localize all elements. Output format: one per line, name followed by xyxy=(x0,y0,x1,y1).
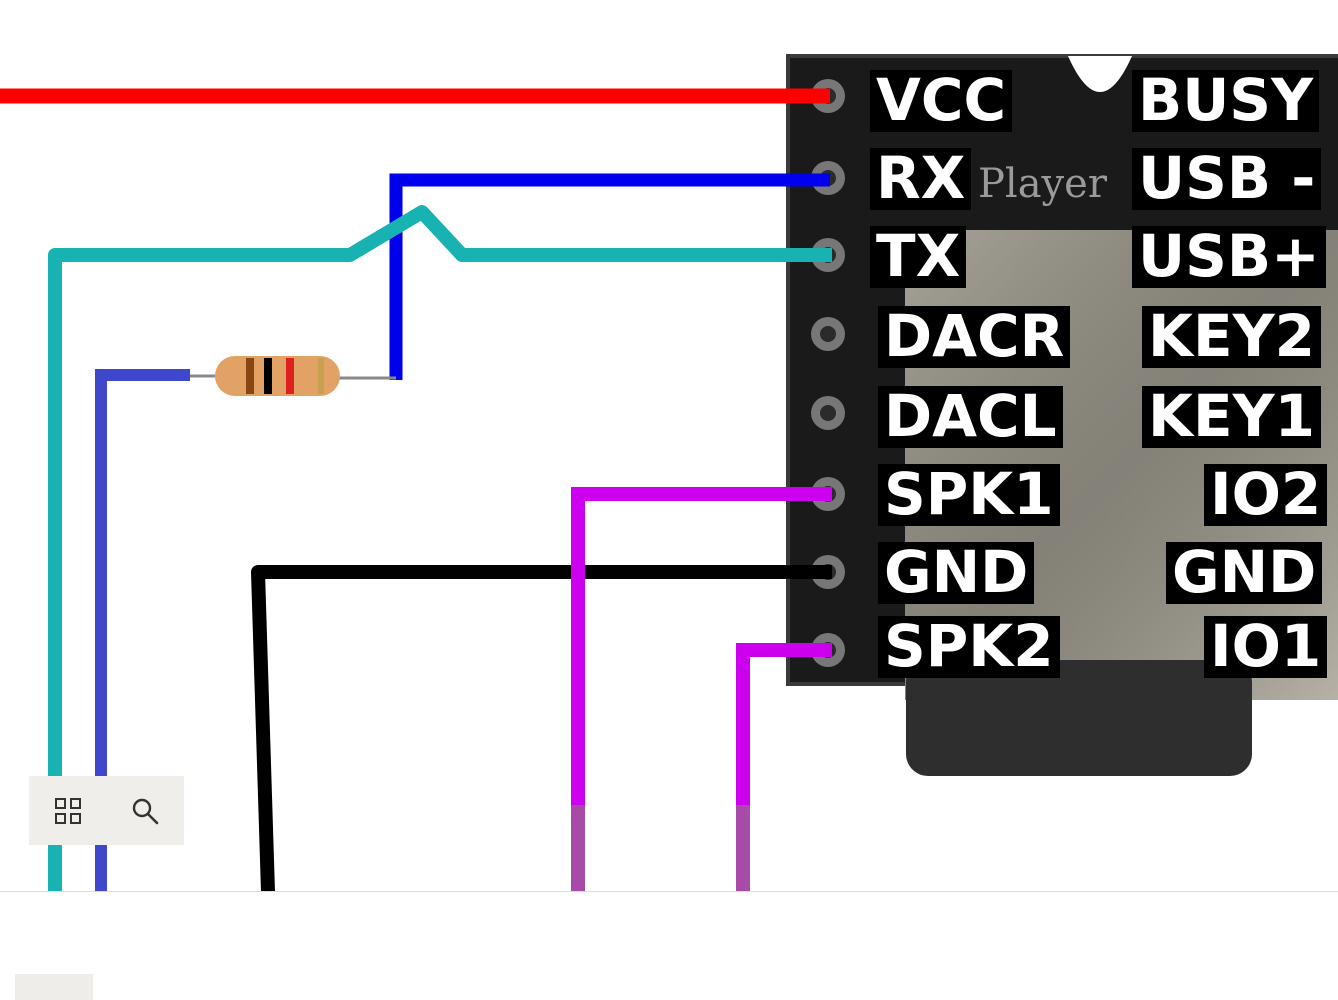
search-icon xyxy=(132,798,158,824)
pin-label-busy: BUSY xyxy=(1132,70,1320,132)
tx-wire xyxy=(48,205,832,892)
pin-label-io2: IO2 xyxy=(1204,464,1328,526)
pin-label-usb-minus: USB - xyxy=(1132,148,1322,210)
wiring-diagram-image: VCC RX TX DACR DACL SPK1 GND SPK2 BUSY U… xyxy=(0,54,1338,892)
bottom-thumbnail-placeholder[interactable] xyxy=(15,974,93,1000)
pin-label-key1: KEY1 xyxy=(1142,386,1321,448)
pin-label-dacl: DACL xyxy=(878,386,1063,448)
pin-label-io1: IO1 xyxy=(1204,616,1328,678)
rx-wire xyxy=(389,173,830,380)
search-button[interactable] xyxy=(106,776,183,845)
spk2-wire xyxy=(736,643,832,805)
grid-view-button[interactable] xyxy=(29,776,106,845)
resistor-lead-wire xyxy=(95,369,190,892)
board-brand-text: Player xyxy=(978,161,1107,207)
pin-label-gnd-left: GND xyxy=(878,542,1035,604)
resistor xyxy=(215,356,340,396)
pin-label-spk1: SPK1 xyxy=(878,464,1060,526)
image-toolbar xyxy=(29,776,184,845)
pin-label-gnd-right: GND xyxy=(1166,542,1323,604)
pin-label-dacr: DACR xyxy=(878,306,1071,368)
grid-icon xyxy=(54,797,81,824)
pin-label-rx: RX xyxy=(870,148,972,210)
pin-label-tx: TX xyxy=(870,226,967,288)
gnd-wire xyxy=(251,565,832,892)
pin-label-vcc: VCC xyxy=(870,70,1013,132)
pin-label-spk2: SPK2 xyxy=(878,616,1060,678)
spk1-wire xyxy=(571,487,832,805)
pin-label-usb-plus: USB+ xyxy=(1132,226,1326,288)
content-divider xyxy=(0,891,1338,892)
pin-label-key2: KEY2 xyxy=(1142,306,1321,368)
